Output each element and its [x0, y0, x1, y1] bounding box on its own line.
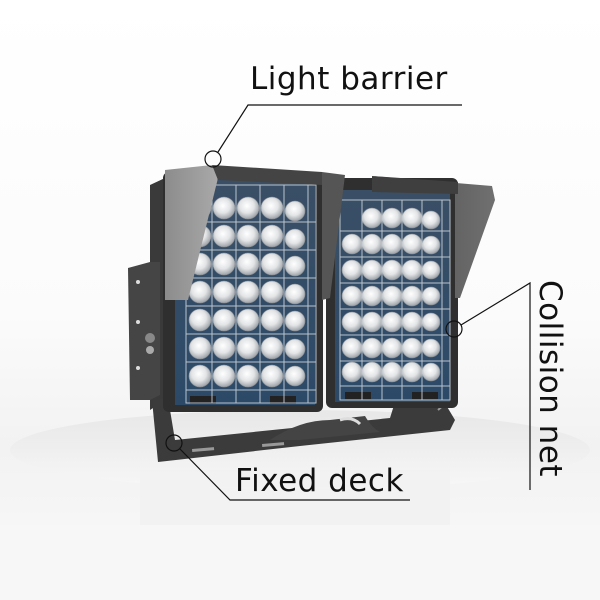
fixed-deck-bracket — [152, 395, 455, 462]
callout-label-collision-net: Collision net — [532, 280, 568, 478]
callout-label-fixed-deck: Fixed deck — [235, 463, 404, 499]
right-led-panel — [335, 190, 450, 402]
right-collision-net — [339, 199, 451, 401]
callout-fixed-deck-pointer — [165, 434, 410, 501]
callout-label-light-barrier: Light barrier — [250, 61, 448, 97]
floor-reflection — [140, 470, 450, 525]
light-barrier-visors — [165, 165, 495, 300]
floor-area — [0, 525, 600, 600]
callout-collision-net-pointer — [445, 281, 531, 490]
side-bracket — [128, 178, 165, 410]
left-led-panel — [175, 180, 315, 405]
callout-light-barrier-pointer — [204, 104, 462, 168]
